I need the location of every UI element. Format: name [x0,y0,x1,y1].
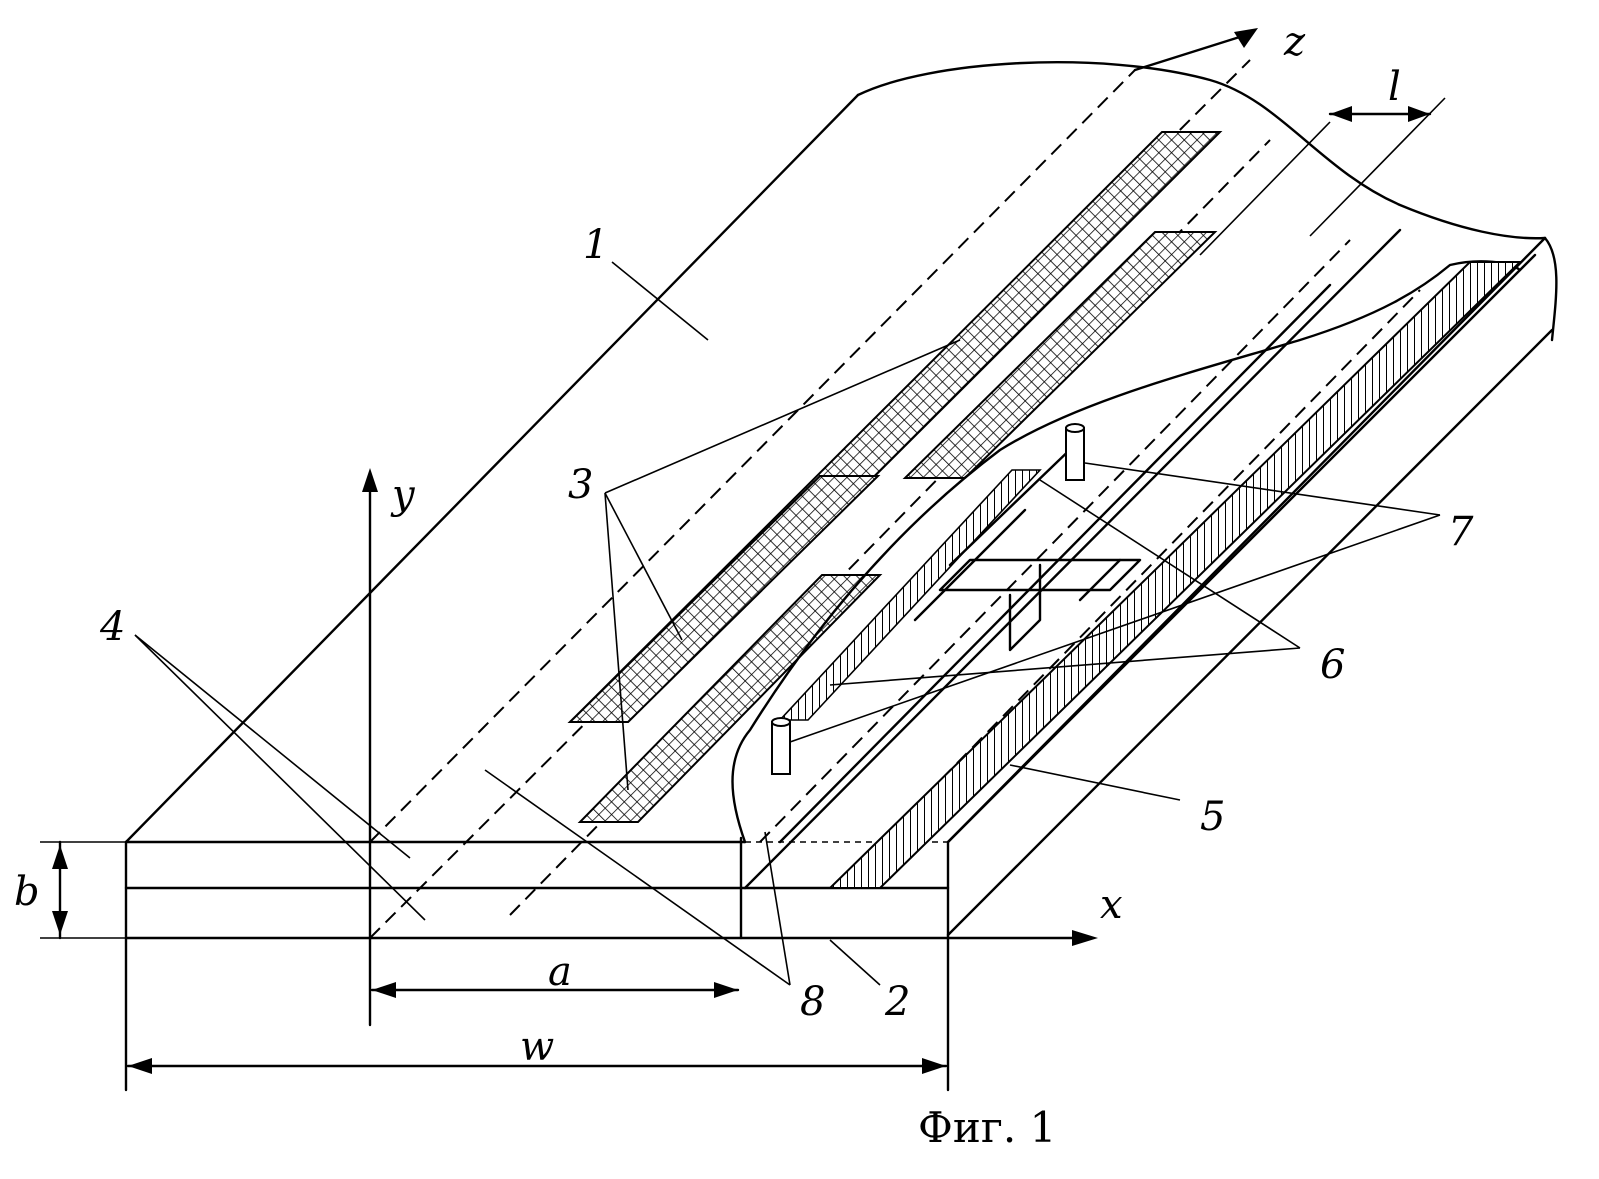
axis-y-label: y [390,472,416,518]
dim-b-label: b [14,869,40,915]
ref-label-1: 1 [583,222,608,268]
dim-w-label: w [520,1024,554,1070]
dim-l-label: l [1388,64,1401,110]
radiating-slots [570,132,1220,822]
ref-label-8: 8 [800,979,825,1025]
ref-label-4: 4 [99,604,125,650]
axis-x-label: x [1100,882,1123,928]
ref-label-6: 6 [1320,642,1345,688]
dim-a-label: a [548,949,572,995]
axis-z-label: z [1283,19,1306,65]
figure-caption: Фиг. 1 [918,1103,1056,1152]
ref-label-7: 7 [1448,509,1474,555]
ref-label-3: 3 [568,462,593,508]
ref-label-5: 5 [1200,794,1225,840]
ref-label-2: 2 [884,979,910,1025]
